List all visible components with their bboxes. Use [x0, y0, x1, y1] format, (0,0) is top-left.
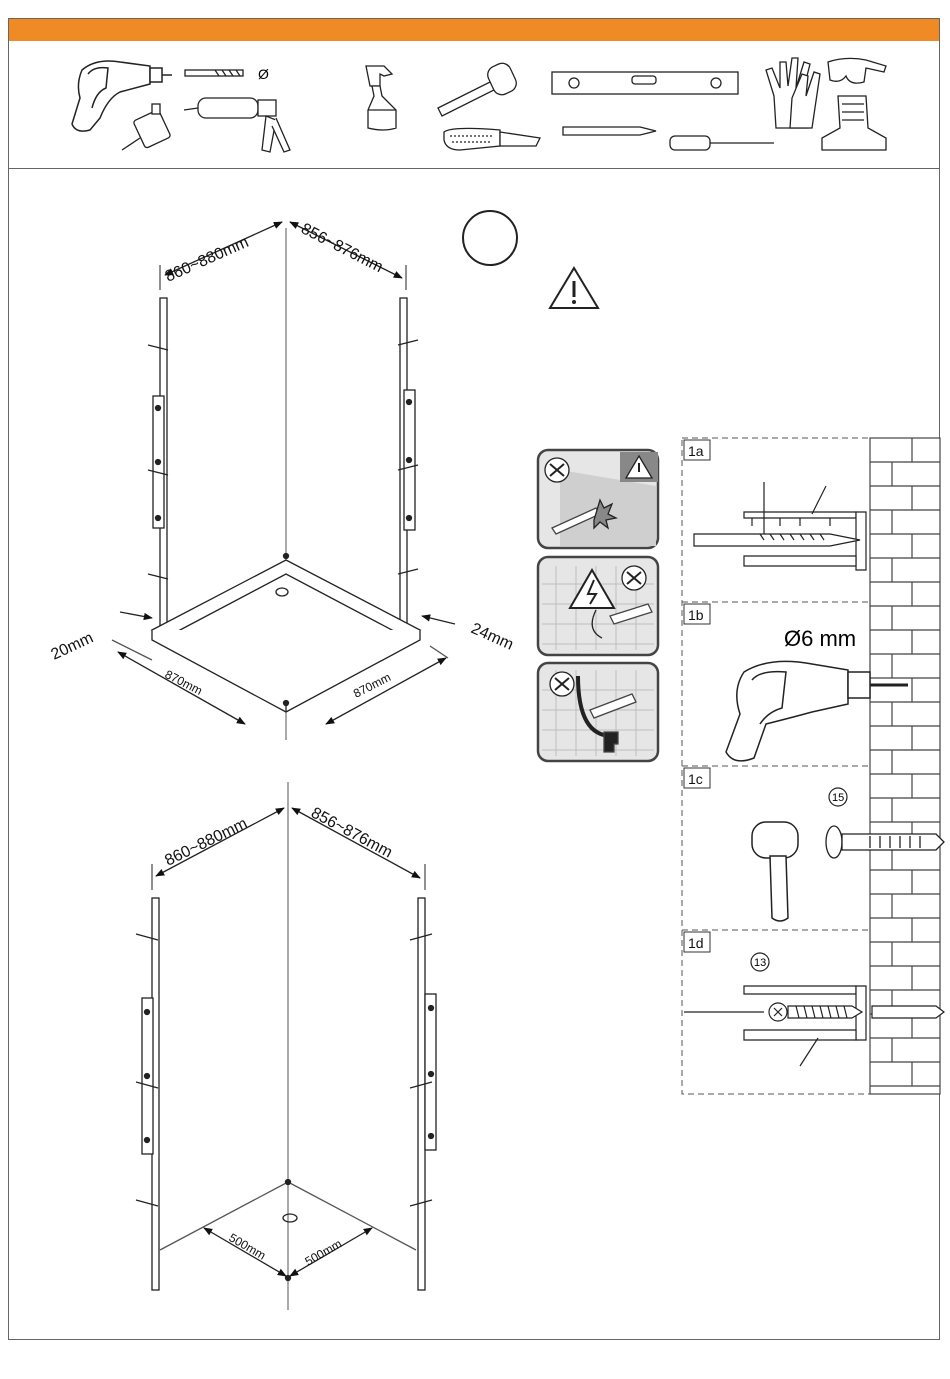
- utility-knife-icon: [444, 128, 540, 150]
- step-1c-part-number: 15: [832, 792, 844, 804]
- steps-panel: 1a 1b Ø6 mm 1c: [682, 438, 944, 1094]
- tape-measure-icon: [122, 104, 171, 150]
- tray-installation-diagram: [112, 222, 455, 740]
- floor-dim-right: 500mm: [303, 1236, 345, 1268]
- warning-triangle-icon: [550, 268, 598, 308]
- step-1b-label: 1b: [688, 607, 704, 623]
- spirit-level-icon: [552, 72, 738, 94]
- step-1b-drill-diameter: Ø6 mm: [784, 626, 856, 651]
- tools-row: Ø: [72, 58, 886, 152]
- step-1d-part-number: 13: [754, 957, 766, 969]
- tray-dim-left: 870mm: [163, 667, 205, 698]
- warning-panels: [538, 450, 658, 761]
- drill-bit-diameter-symbol: Ø: [258, 66, 269, 82]
- screwdriver-icon: [670, 136, 774, 150]
- floor-dim-left: 500mm: [227, 1230, 269, 1262]
- step-1c-label: 1c: [688, 771, 703, 787]
- pencil-icon: [563, 127, 656, 135]
- warning-panel-glass: [538, 450, 658, 548]
- caulking-gun-icon: [184, 98, 290, 152]
- base-dim-left: 20mm: [49, 629, 96, 663]
- step-marker-circle: [463, 211, 517, 265]
- bottom-dim-right: 856~876mm: [308, 805, 395, 862]
- brick-wall: [870, 438, 940, 1094]
- bottom-dim-left: 860~880mm: [162, 815, 250, 869]
- floor-drain: [283, 1214, 297, 1222]
- step-1d-label: 1d: [688, 935, 704, 951]
- safety-boot-icon: [822, 96, 886, 150]
- warning-panel-electric: [538, 557, 658, 655]
- top-dim-right: 856~876mm: [298, 220, 385, 276]
- step-1c-hammer-icon: [752, 822, 798, 921]
- rubber-mallet-icon: [438, 60, 519, 116]
- top-dim-left: 860~880mm: [163, 234, 252, 286]
- warning-panel-water: [538, 663, 658, 761]
- tray-dim-right: 870mm: [351, 670, 393, 701]
- drill-bit-icon: [185, 70, 243, 76]
- right-wall-profile: [418, 898, 425, 1290]
- spray-bottle-icon: [366, 66, 396, 130]
- safety-goggles-icon: [828, 58, 886, 83]
- base-dim-right: 24mm: [468, 620, 516, 654]
- step-1a-label: 1a: [688, 443, 704, 459]
- step-1a-profile: [694, 482, 866, 570]
- gloves-icon: [766, 58, 820, 128]
